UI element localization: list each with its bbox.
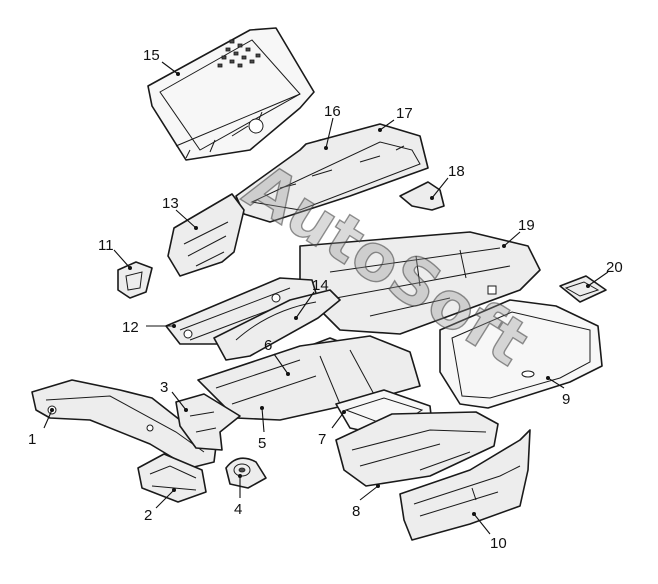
part-10-rear-end-panel [399, 429, 531, 541]
callout-13: 13 [162, 195, 179, 212]
callout-9: 9 [562, 391, 570, 408]
callout-6: 6 [264, 337, 272, 354]
callout-16: 16 [324, 103, 341, 120]
callout-5: 5 [258, 435, 266, 452]
callout-1: 1 [28, 431, 36, 448]
part-13-side-panel [167, 193, 245, 277]
part-9-boot-floor-mat [439, 299, 603, 409]
callout-17: 17 [396, 105, 413, 122]
part-18-bracket [399, 181, 445, 211]
part-3-reinforcement-bracket [175, 393, 241, 451]
callout-18: 18 [448, 163, 465, 180]
part-11-small-bracket [117, 261, 153, 299]
callout-8: 8 [352, 503, 360, 520]
part-1-front-side-member [31, 379, 217, 469]
callout-4: 4 [234, 501, 242, 518]
callout-10: 10 [490, 535, 507, 552]
callout-12: 12 [122, 319, 139, 336]
callout-14: 14 [312, 277, 329, 294]
callout-7: 7 [318, 431, 326, 448]
part-20-clip [559, 275, 607, 303]
leader-lines [43, 61, 609, 535]
callout-3: 3 [160, 379, 168, 396]
callout-labels: 15 16 17 18 13 11 19 20 14 12 6 9 3 5 7 … [28, 47, 623, 552]
part-2-tie-bracket [137, 453, 207, 503]
part-14-wheelhouse [213, 289, 341, 361]
part-4-mount [225, 457, 267, 489]
part-8-rear-seat-floor [335, 411, 499, 487]
callout-2: 2 [144, 507, 152, 524]
callout-20: 20 [606, 259, 623, 276]
part-15-parcel-shelf [147, 27, 315, 161]
callout-19: 19 [518, 217, 535, 234]
callout-11: 11 [98, 237, 114, 254]
part-17-rear-crossmember [235, 123, 429, 223]
callout-15: 15 [143, 47, 160, 64]
